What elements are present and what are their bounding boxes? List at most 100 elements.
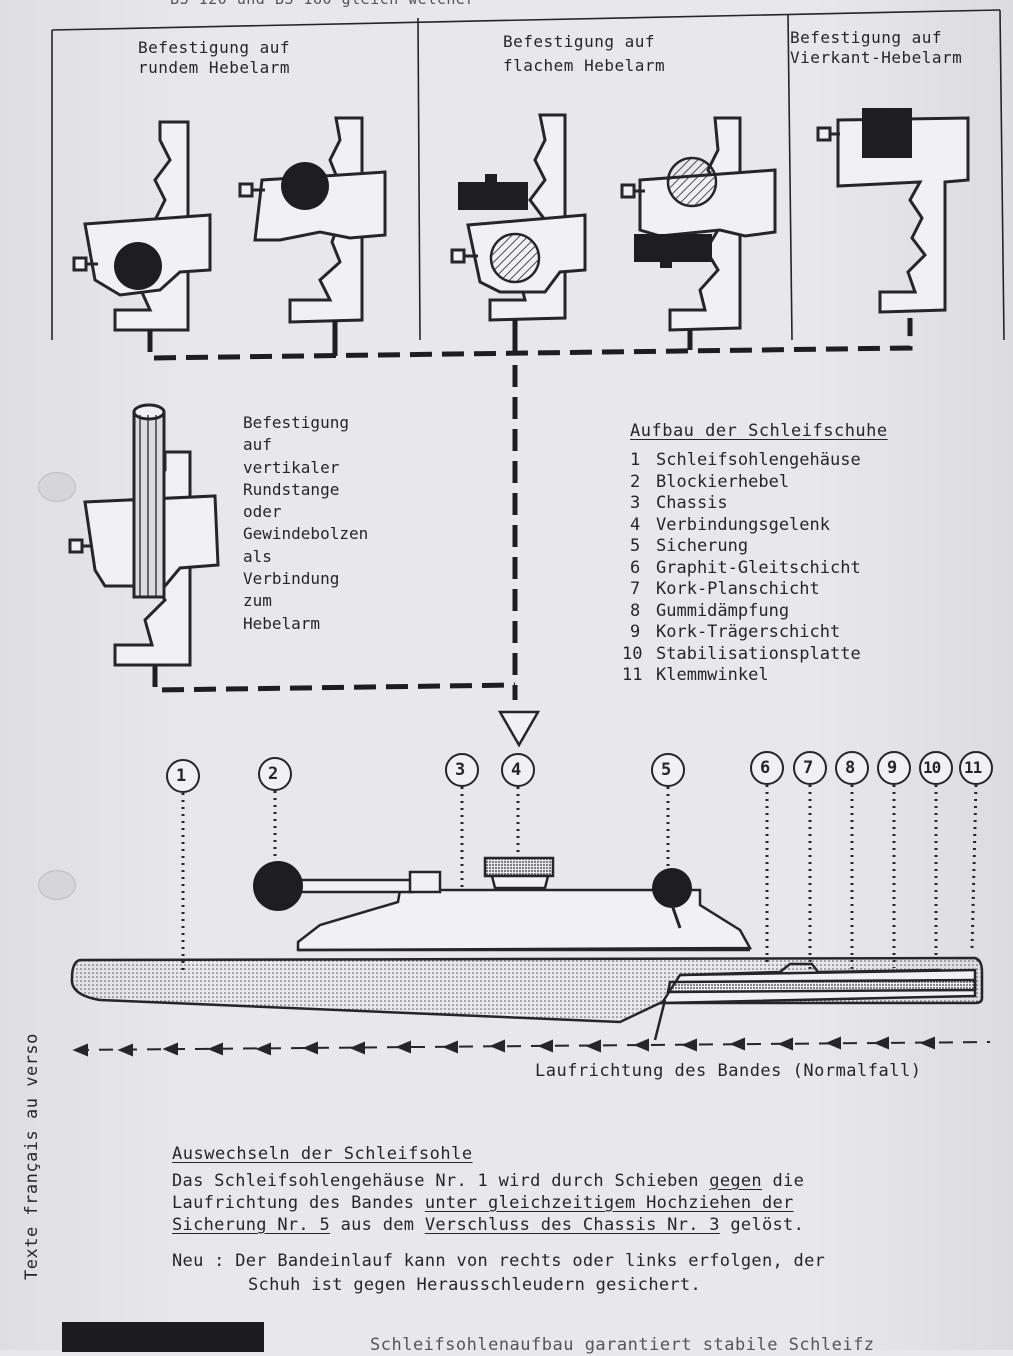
dashed-connectors (147, 318, 913, 700)
item-label: Schleifsohlengehäuse (656, 450, 861, 470)
vertical-line: Gewindebolzen (243, 524, 369, 544)
list-item: 2 Blockierhebel (630, 472, 861, 494)
clamp-flat-2 (620, 116, 777, 332)
text-segment: gegen (709, 1171, 762, 1191)
round-bar-hatched-1 (489, 232, 541, 284)
item-num: 4 (630, 514, 641, 535)
side-text: Texte français au verso (22, 1033, 42, 1280)
punch-hole (38, 472, 76, 502)
vertical-line: oder (243, 502, 282, 522)
item-num: 8 (630, 600, 641, 621)
item-label: Stabilisationsplatte (656, 643, 861, 664)
clamp-flat-1 (450, 113, 587, 322)
note-line-1: Neu : Der Bandeinlauf kann von rechts od… (172, 1251, 826, 1271)
list-item: 9 Kork-Trägerschicht (630, 622, 861, 644)
replace-line-1: Das Schleifsohlengehäuse Nr. 1 wird durc… (172, 1170, 804, 1192)
panel-frames (51, 9, 1005, 341)
callout-11: 11 (964, 758, 982, 777)
list-item: 5 Sicherung (630, 536, 861, 558)
vertical-line: vertikaler (243, 457, 340, 477)
mount-round-line1: Befestigung auf (138, 38, 290, 57)
flat-bar-black-1 (458, 182, 528, 210)
text-segment: aus dem (330, 1215, 425, 1235)
list-item: 1 Schleifsohlengehäuse (630, 450, 861, 472)
round-bar-black-1 (114, 242, 162, 290)
replace-line-3: Sicherung Nr. 5 aus dem Verschluss des C… (172, 1214, 804, 1236)
blocking-lever-knob (253, 861, 303, 911)
text-segment: Das Schleifsohlengehäuse Nr. 1 wird durc… (172, 1171, 710, 1191)
clamp-vertical-rod (68, 403, 220, 667)
callout-10: 10 (923, 758, 941, 777)
punch-hole (38, 870, 76, 900)
vertical-line: Hebelarm (243, 613, 321, 633)
callout-6: 6 (760, 758, 771, 778)
list-item: 3 Chassis (630, 493, 861, 515)
callout-9: 9 (887, 758, 898, 778)
item-num: 6 (630, 557, 641, 578)
item-num: 11 (622, 665, 643, 685)
item-num: 10 (622, 643, 643, 664)
list-item: 11 Klemmwinkel (622, 665, 861, 687)
replace-line-2: Laufrichtung des Bandes unter gleichzeit… (172, 1192, 794, 1214)
callout-1: 1 (176, 766, 187, 786)
direction-label: Laufrichtung des Bandes (Normalfall) (535, 1061, 922, 1081)
item-label: Kork-Trägerschicht (656, 622, 841, 642)
callout-2: 2 (268, 764, 279, 784)
replace-title: Auswechseln der Schleifsohle (172, 1144, 473, 1164)
item-num: 3 (630, 493, 641, 513)
item-num: 9 (630, 622, 641, 642)
top-cut-text: BS 120 und BS 160 gleich welcher (170, 0, 475, 10)
vertical-line: Befestigung (243, 413, 349, 432)
item-label: Blockierhebel (656, 471, 790, 492)
callout-7: 7 (803, 758, 814, 778)
mount-round-line2: rundem Hebelarm (138, 58, 290, 77)
vertical-line: zum (243, 591, 272, 611)
parts-list-title: Aufbau der Schleifschuhe (630, 421, 888, 441)
round-bar-black-2 (281, 162, 329, 210)
vertical-line: auf (243, 435, 272, 455)
flat-bar-black-2 (634, 234, 712, 262)
item-label: Graphit-Gleitschicht (656, 557, 861, 578)
callout-4: 4 (511, 760, 522, 780)
callout-8: 8 (845, 758, 856, 778)
item-label: Kork-Planschicht (656, 579, 820, 599)
text-segment: gelöst. (719, 1215, 805, 1235)
item-label: Gummidämpfung (656, 600, 790, 621)
text-segment: Laufrichtung des Bandes (172, 1193, 425, 1213)
item-num: 7 (630, 579, 641, 599)
item-label: Chassis (656, 493, 728, 513)
mount-square-line1: Befestigung auf (790, 28, 942, 47)
text-segment: unter gleichzeitigem Hochziehen der (424, 1193, 794, 1213)
item-num: 1 (630, 450, 641, 470)
item-label: Sicherung (656, 536, 749, 556)
note-line-2: Schuh ist gegen Herausschleudern gesiche… (248, 1275, 701, 1295)
item-num: 5 (630, 536, 641, 556)
callout-5: 5 (661, 760, 672, 780)
vertical-line: Verbindung (243, 569, 340, 589)
vertical-line: Rundstange (243, 479, 340, 499)
mount-square-line2: Vierkant-Hebelarm (790, 48, 963, 67)
shoe-cross-section (70, 856, 984, 1024)
item-label: Verbindungsgelenk (656, 514, 830, 535)
clamp-square (816, 116, 970, 314)
list-item: 6 Graphit-Gleitschicht (630, 558, 861, 580)
text-segment: die (761, 1171, 805, 1191)
item-num: 2 (630, 471, 641, 492)
item-label: Klemmwinkel (656, 665, 769, 685)
black-tab (62, 1322, 264, 1352)
rod-hatching (139, 415, 157, 596)
square-bar-black (862, 108, 912, 158)
clamp-round-2 (238, 116, 387, 324)
mount-flat-line2: flachem Hebelarm (503, 56, 666, 75)
callout-leaders (181, 784, 978, 975)
mount-vertical-text: Befestigung auf vertikaler Rundstange od… (243, 412, 368, 635)
list-item: 10 Stabilisationsplatte (622, 643, 861, 666)
list-item: 7 Kork-Planschicht (630, 579, 861, 601)
vertical-line: als (243, 546, 272, 566)
callout-circles (166, 751, 993, 793)
down-arrow (497, 710, 541, 748)
safety-knob (652, 868, 692, 908)
bottom-cut-text: Schleifsohlenaufbau garantiert stabile S… (370, 1335, 875, 1355)
mount-flat-line1: Befestigung auf (503, 32, 655, 51)
